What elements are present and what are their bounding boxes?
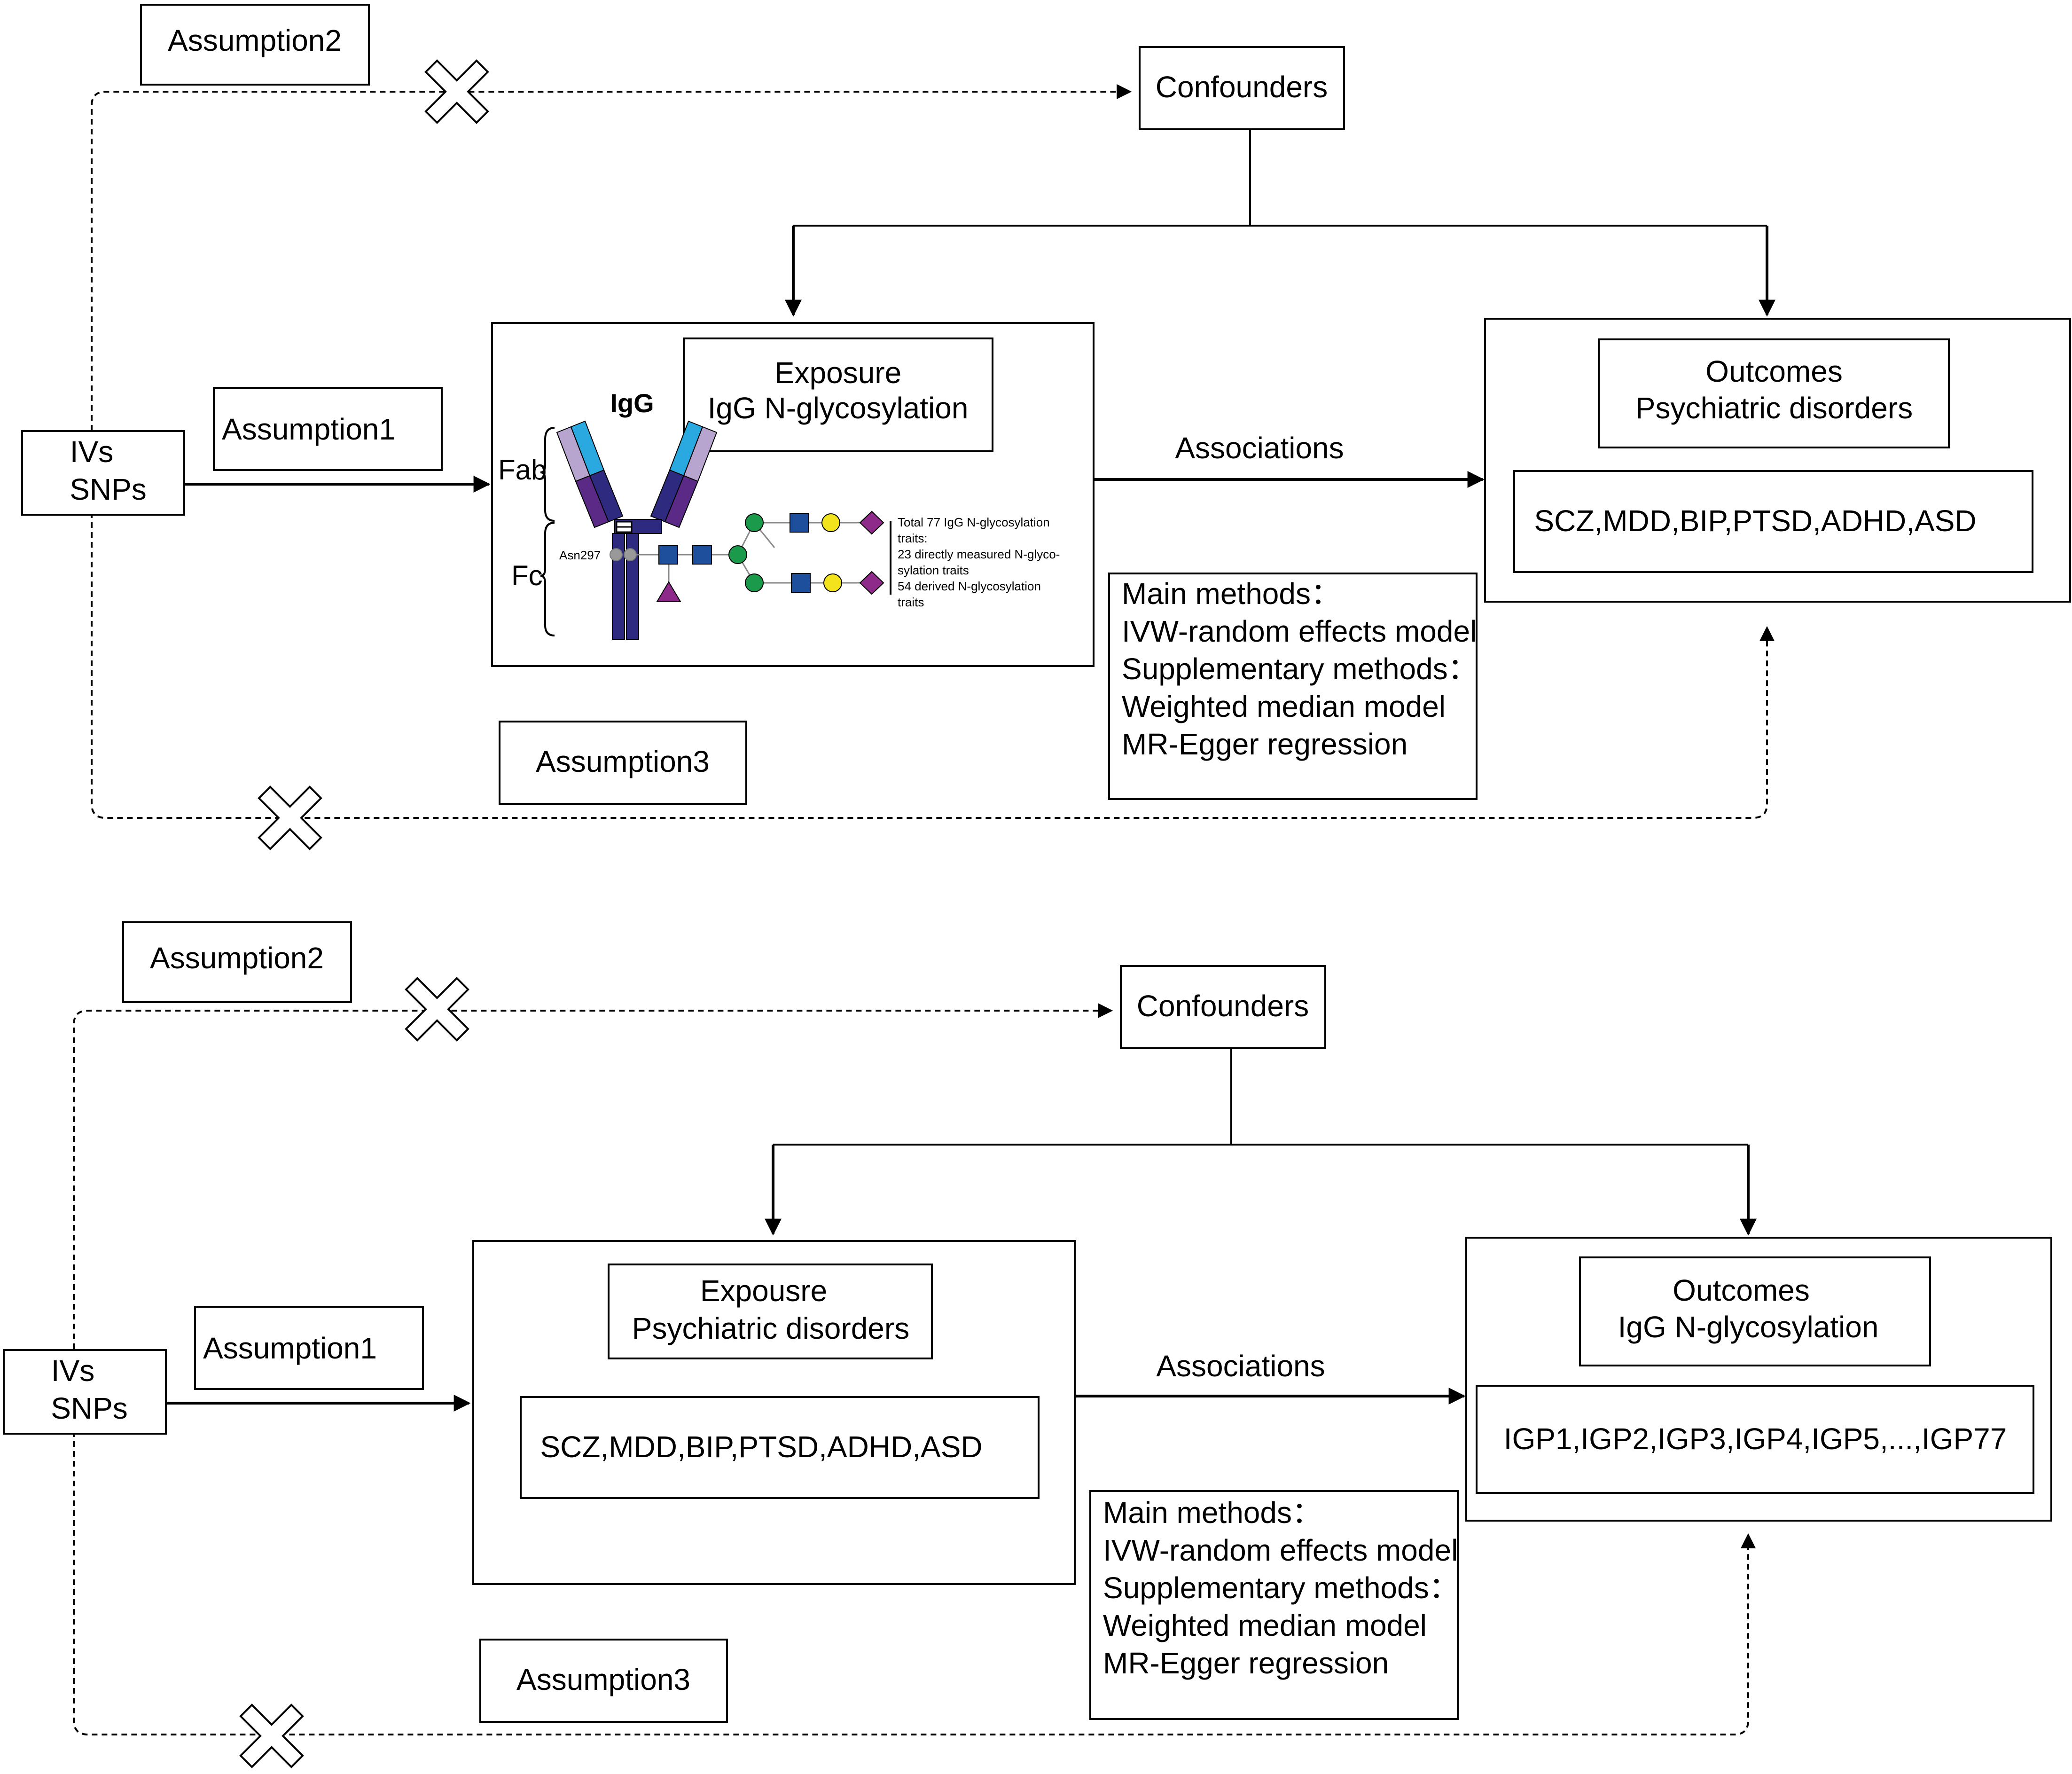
outcomes-title: Outcomes [1673,1273,1810,1307]
ivs-label: IVs [70,435,113,469]
confounder-connector [793,129,1767,227]
mannose-icon [728,545,747,564]
methods-box [1108,573,1478,800]
assumption3-label: Assumption3 [536,745,710,778]
outcomes-subtitle: IgG N-glycosylation [1618,1310,1879,1344]
methods-line: Supplementary methods： [1122,652,1478,686]
assumption2-label: Assumption2 [168,24,342,57]
exposure-title: Expousre [700,1274,827,1308]
glycan-structure [636,510,884,602]
cross-mark-icon [405,977,469,1042]
note-line: traits: [898,531,928,545]
exposure-title-box [608,1264,933,1359]
methods-line: IVW-random effects model [1103,1533,1458,1567]
asn297-label: Asn297 [559,548,601,562]
note-line: traits [898,595,924,609]
mannose-icon [745,513,764,532]
outcomes-subtitle: Psychiatric disorders [1635,391,1913,425]
cross-mark-icon [258,785,322,850]
associations-label: Associations [1175,431,1344,465]
ivs-box [21,430,185,516]
glcnac-icon [692,545,712,565]
exposure-title-box [683,338,993,452]
exposure-list: SCZ,MDD,BIP,PTSD,ADHD,ASD [540,1430,982,1464]
bottom-panel: Assumption2 Assumption1 Assumption3 Conf… [3,921,2052,1768]
cross-mark-icon [239,1703,304,1768]
dashed-path-ivs-to-outcomes [73,1431,1756,1735]
assumption2-box [122,921,352,1003]
methods-line: MR-Egger regression [1103,1646,1389,1680]
dashed-path-ivs-to-confounders [73,1003,1113,1349]
assumption1-label: Assumption1 [222,412,396,446]
outcomes-title: Outcomes [1705,354,1843,388]
glcnac-icon [791,573,811,593]
note-line: 54 derived N-glycosylation [898,579,1041,593]
methods-box [1089,1490,1459,1720]
fc-label: Fc [511,560,543,591]
glycosylation-notes: Total 77 IgG N-glycosylation traits: 23 … [898,515,1060,609]
confounders-label: Confounders [1137,989,1309,1023]
ivs-box [3,1349,167,1435]
exposure-title: Exposure [774,356,901,390]
assumption1-box [194,1306,424,1390]
methods-line: MR-Egger regression [1122,727,1407,761]
associations-label: Associations [1156,1349,1325,1383]
methods-line: Weighted median model [1122,690,1446,723]
fucose-icon [656,581,681,602]
sialic-acid-icon [859,571,884,595]
confounders-label: Confounders [1156,70,1328,104]
confounders-box [1120,965,1326,1049]
outcome-list-box [1476,1385,2034,1494]
methods-line: IVW-random effects model [1122,614,1477,648]
sialic-acid-icon [859,510,884,535]
outcome-list: SCZ,MDD,BIP,PTSD,ADHD,ASD [1534,504,1976,538]
galactose-icon [821,513,840,532]
methods-line: Main methods： [1103,1496,1322,1530]
outcomes-title-box [1598,338,1950,448]
assumption3-box [479,1639,728,1723]
note-line: Total 77 IgG N-glycosylation [898,515,1050,529]
mannose-icon [745,573,764,592]
galactose-icon [823,573,842,592]
igg-title: IgG [610,388,654,418]
assumption3-box [499,721,747,805]
glcnac-icon [790,513,809,533]
confounders-box [1139,46,1345,130]
outcomes-title-box [1579,1256,1931,1366]
assumption2-box [140,4,370,86]
fab-label: Fab [498,454,547,486]
top-panel: Assumption2 Assumption1 Assumption3 Conf… [21,4,2071,850]
snps-label: SNPs [70,472,147,506]
snps-label: SNPs [51,1391,128,1425]
dashed-path-ivs-to-confounders [91,84,1132,470]
exposure-list-box [520,1396,1040,1499]
assumption1-box [213,387,443,471]
igg-antibody-figure: IgG Fab Fc Asn297 [498,388,1060,640]
glcnac-icon [658,545,678,565]
outcome-list: IGP1,IGP2,IGP3,IGP4,IGP5,...,IGP77 [1504,1422,2007,1456]
methods-line: Main methods： [1122,577,1341,611]
exposure-subtitle: Psychiatric disorders [632,1311,909,1345]
outcome-list-box [1513,470,2033,573]
confounder-connector [773,1048,1748,1146]
ivs-label: IVs [51,1354,94,1388]
assumption2-label: Assumption2 [150,941,324,975]
methods-line: Weighted median model [1103,1609,1427,1642]
note-line: 23 directly measured N-glyco- [898,547,1060,561]
assumption1-label: Assumption1 [203,1331,377,1365]
exposure-subtitle: IgG N-glycosylation [708,391,969,425]
methods-line: Supplementary methods： [1103,1571,1459,1605]
assumption3-label: Assumption3 [516,1663,690,1696]
dashed-path-ivs-to-outcomes [91,512,1775,819]
note-line: sylation traits [898,563,969,577]
cross-mark-icon [424,59,489,124]
